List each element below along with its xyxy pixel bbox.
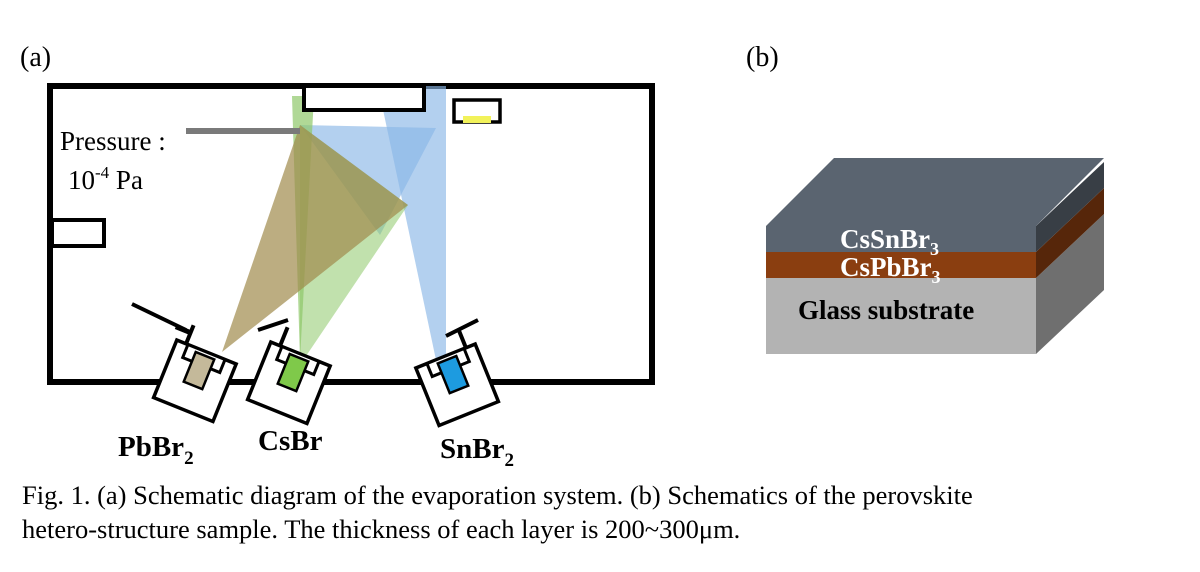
csbr-shutter [257, 318, 289, 332]
panel-b-label: (b) [746, 42, 779, 73]
glass-substrate-label: Glass substrate [798, 295, 974, 325]
cssnbr3-layer-front [766, 226, 1036, 252]
cspbbr3-layer-front [766, 252, 1036, 278]
cspbbr3-label-sub: 3 [932, 267, 941, 287]
pbbr2-label: PbBr2 [118, 431, 194, 469]
cssnbr3-label: CsSnBr3 [840, 224, 939, 259]
snbr2-crucible [436, 354, 470, 395]
cspbbr3-label: CsPbBr3 [840, 252, 941, 287]
glass-substrate-front [766, 278, 1036, 354]
cssnbr3-label-base: CsSnBr [840, 224, 930, 254]
pressure-base: 10 [68, 165, 95, 195]
pbbr2-label-base: PbBr [118, 431, 184, 463]
pressure-value: 10-4 Pa [68, 163, 143, 195]
cspbbr3-label-base: CsPbBr [840, 252, 932, 282]
substrate-holder [302, 84, 426, 112]
snbr2-shutter-post [456, 328, 468, 349]
csbr-crucible [276, 352, 310, 393]
csbr-shutter-post [278, 326, 290, 347]
snbr2-label-base: SnBr [440, 433, 505, 465]
csbr-label: CsBr [258, 425, 323, 457]
panel-a-label: (a) [20, 42, 51, 73]
cssnbr3-layer-side [1036, 162, 1104, 252]
snbr2-label-sub: 2 [504, 450, 514, 471]
pbbr2-label-sub: 2 [184, 448, 194, 469]
cssnbr3-label-sub: 3 [930, 239, 939, 259]
snbr2-shutter [445, 318, 479, 338]
pbbr2-shutter [131, 302, 187, 332]
monitor-crystal [463, 116, 491, 123]
snbr2-label: SnBr2 [440, 433, 514, 471]
side-port [50, 218, 106, 248]
heterostructure-sample [766, 158, 1104, 354]
pbbr2-beam [222, 125, 408, 352]
pressure-label: Pressure : [60, 126, 166, 156]
caption-line-1: Fig. 1. (a) Schematic diagram of the eva… [22, 480, 973, 510]
thickness-monitor [452, 98, 502, 124]
csbr-evaporation-cell [245, 326, 333, 426]
figure-caption: Fig. 1. (a) Schematic diagram of the eva… [22, 478, 1192, 546]
snbr2-evaporation-cell [413, 328, 501, 428]
deposition-beams [222, 86, 446, 365]
csbr-label-base: CsBr [258, 425, 323, 457]
pbbr2-evaporation-cell [151, 324, 239, 424]
cspbbr3-layer-side [1036, 188, 1104, 278]
glass-substrate-side [1036, 214, 1104, 354]
pressure-exponent: -4 [95, 163, 110, 182]
pbbr2-shutter-post [184, 324, 196, 345]
caption-line-2: hetero-structure sample. The thickness o… [22, 514, 741, 544]
cssnbr3-layer-top [766, 158, 1104, 226]
pressure-unit: Pa [109, 165, 143, 195]
pbbr2-crucible [182, 350, 216, 391]
